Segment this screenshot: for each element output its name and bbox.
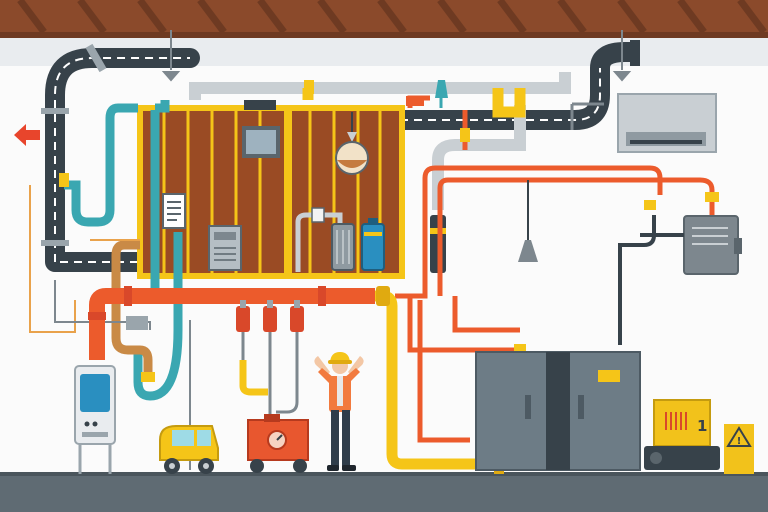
floor [0,474,768,512]
hanging-lamp [335,112,369,175]
clipboard [162,193,186,229]
svg-text:!: ! [737,436,742,447]
worker-figure [314,352,364,471]
warning-sign: ! [724,424,754,474]
red-valves [236,300,304,415]
utility-cart [159,425,219,474]
water-heater [74,365,116,474]
control-box [208,225,242,271]
unit-number-label: 1 [697,417,707,435]
arrow-left-icon [14,124,40,146]
pump-motor [644,446,720,470]
wall-monitor [242,126,280,158]
gray-control-unit [683,215,742,275]
yellow-meter-box: 1 [653,399,711,447]
pipe-hangers [161,30,632,82]
teal-pipe [64,100,183,401]
panel-small-pipes [295,212,343,272]
generator-cart [247,414,309,473]
ceiling [0,0,768,66]
wall-ac-unit [617,93,717,153]
gray-tank [331,223,355,271]
main-air-duct [45,42,640,272]
red-main-pipe [89,288,375,360]
gauge-icon [267,430,287,450]
top-fittings [304,80,604,130]
thin-orange-lines [29,185,140,333]
copper-pipe [111,240,153,375]
equipment-cabinet [475,351,641,471]
gray-supply-pipe [189,72,571,210]
warning-triangle-icon: ! [726,426,752,447]
pendant-lamp [518,180,538,262]
blue-tank [361,218,385,271]
